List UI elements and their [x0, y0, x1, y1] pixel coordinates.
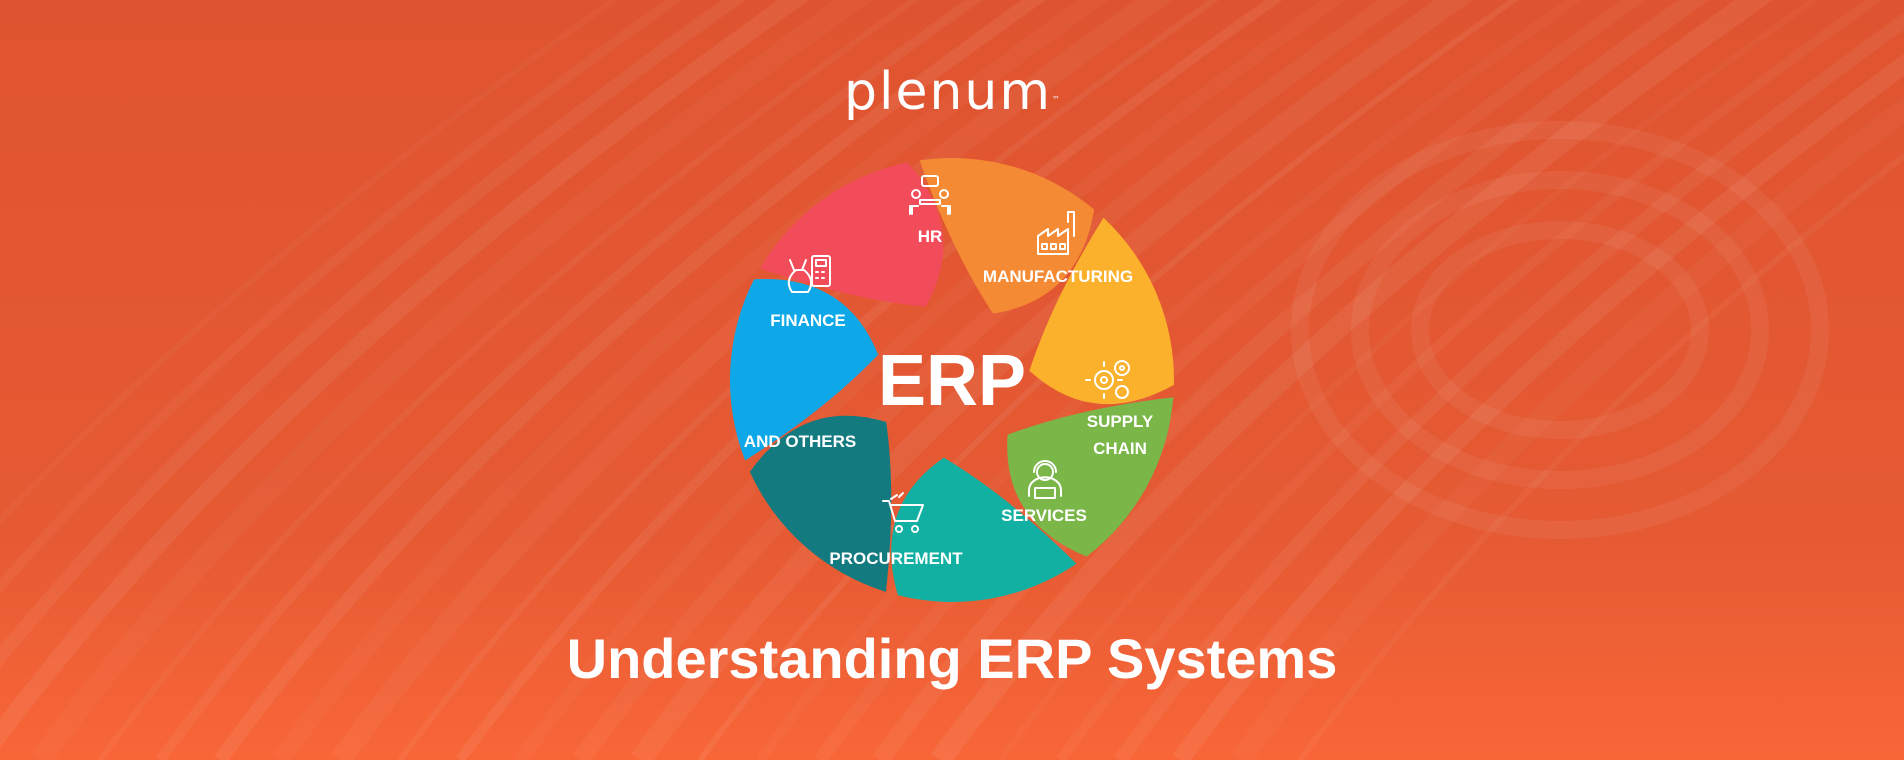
- logo-text: plenum: [843, 62, 1052, 122]
- background-streak: [214, 0, 1046, 760]
- gears-icon: [1085, 360, 1130, 399]
- wheel-segment-procurement: [749, 415, 892, 592]
- erp-center-label: ERP: [878, 341, 1026, 421]
- background-streak: [572, 0, 1410, 760]
- segment-label-chain: CHAIN: [1093, 439, 1147, 458]
- support-agent-icon: [1028, 460, 1062, 499]
- segment-label-manufacturing: MANUFACTURING: [983, 267, 1133, 286]
- wheel-segment-services: [891, 457, 1077, 602]
- background-streak: [1114, 12, 1904, 760]
- plenum-logo: plenum™: [0, 62, 1904, 122]
- team-meeting-icon: [909, 175, 951, 215]
- background-streak: [631, 0, 1473, 760]
- background-streak: [1172, 53, 1904, 760]
- shopping-cart-icon: [882, 492, 924, 533]
- finance-calculator-icon: [787, 255, 831, 293]
- background-streak: [1297, 152, 1904, 760]
- background-streak: [0, 0, 746, 668]
- background-streak: [0, 0, 810, 749]
- background-streak: [872, 0, 1710, 760]
- trademark-symbol: ™: [1052, 95, 1060, 104]
- factory-icon: [1037, 211, 1075, 255]
- wheel-segment-hr: [919, 158, 1095, 314]
- background-streak: [1055, 0, 1883, 760]
- segment-label-and-others: AND OTHERS: [744, 432, 856, 451]
- wheel-segment-manufacturing: [1029, 217, 1174, 405]
- background-streak: [814, 0, 1646, 760]
- segment-label-supply: SUPPLY: [1087, 412, 1154, 431]
- segment-label-finance: FINANCE: [770, 311, 846, 330]
- wheel-segment-supply: [1007, 397, 1174, 557]
- background-streak: [931, 0, 1773, 760]
- background-streak: [97, 0, 919, 760]
- wheel-segment-and-others: [729, 278, 879, 461]
- background-streak: [331, 0, 1173, 760]
- segment-label-hr: HR: [918, 227, 943, 246]
- page-title: Understanding ERP Systems: [566, 627, 1338, 690]
- segment-label-services: SERVICES: [1001, 506, 1087, 525]
- background-streak: [0, 0, 683, 594]
- background-streak: [155, 0, 983, 760]
- segment-label-procurement: PROCUREMENT: [829, 549, 963, 568]
